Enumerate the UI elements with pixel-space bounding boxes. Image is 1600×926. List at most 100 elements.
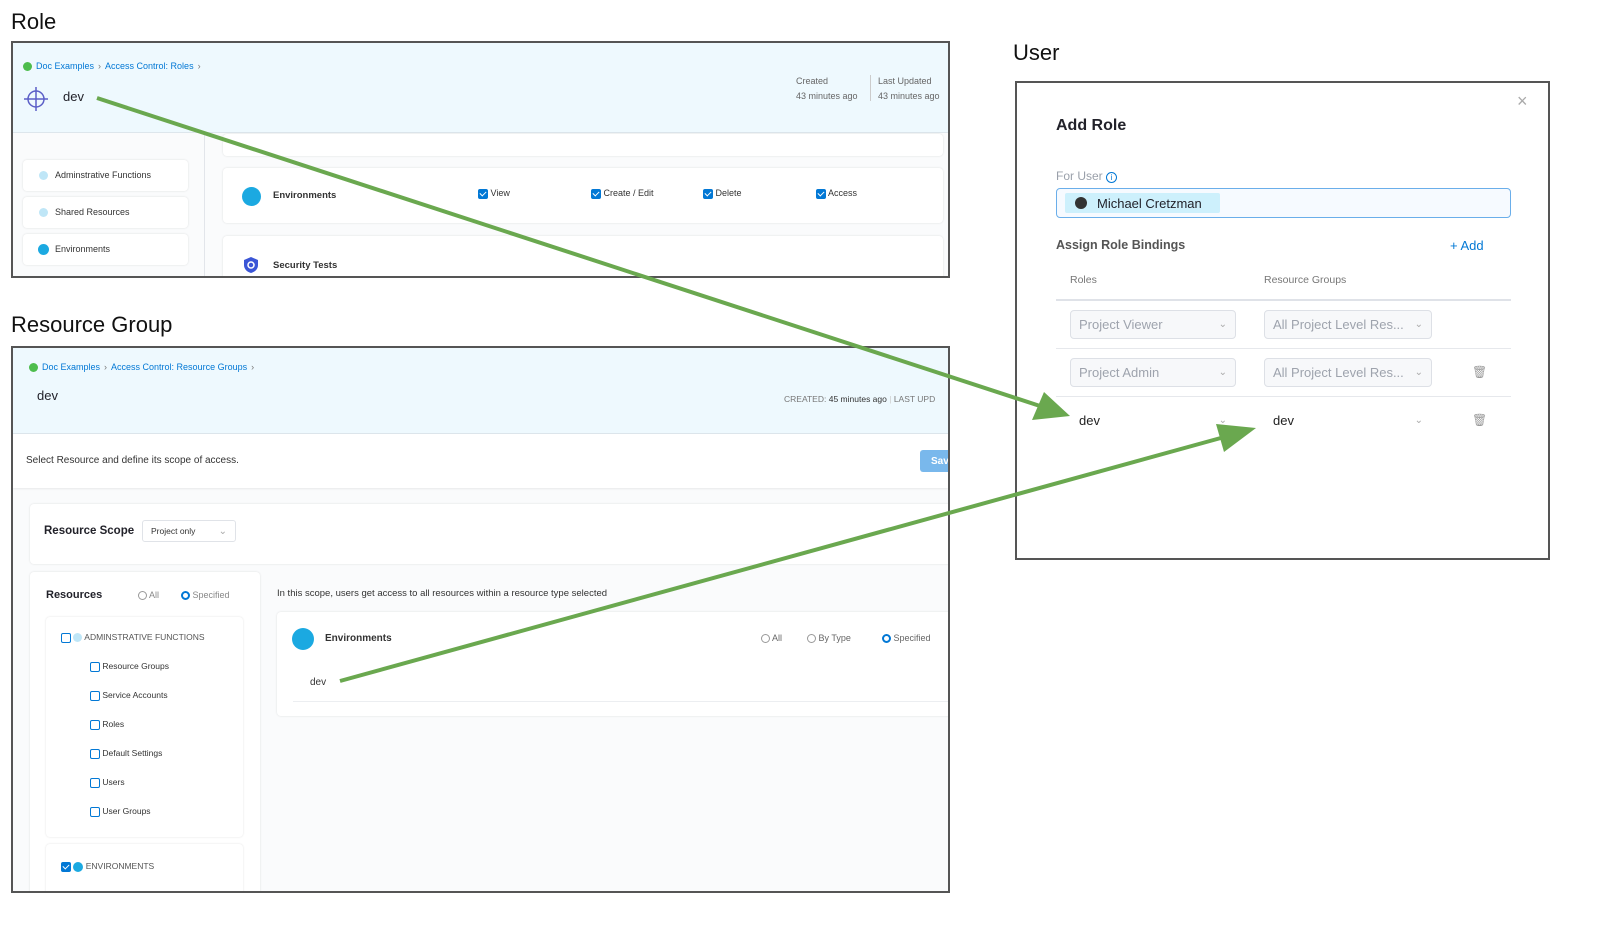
role-select[interactable]: dev⌄ [1070, 406, 1236, 435]
divider [1056, 348, 1511, 349]
sidebar-item-label: Shared Resources [55, 207, 130, 217]
rg-meta: CREATED: 45 minutes ago | LAST UPD [784, 394, 936, 404]
environments-label: Environments [325, 633, 392, 644]
admin-functions-group: ADMINSTRATIVE FUNCTIONS Resource Groups … [46, 617, 243, 837]
updated-info: Last Updated 43 minutes ago [878, 74, 940, 104]
admin-functions-checkbox[interactable]: ADMINSTRATIVE FUNCTIONS [61, 632, 205, 643]
close-icon[interactable]: × [1517, 91, 1528, 111]
environments-icon [242, 187, 261, 206]
env-radio-all[interactable]: All [761, 633, 782, 644]
chevron-down-icon: ⌄ [1414, 319, 1423, 330]
resource-item-checkbox[interactable]: Roles [90, 719, 124, 730]
resources-card: Resources All Specified ADMINSTRATIVE FU… [30, 572, 260, 891]
environments-icon [38, 244, 49, 255]
role-crosshair-icon [24, 87, 48, 111]
scope-note: In this scope, users get access to all r… [277, 588, 608, 599]
chevron-down-icon: ⌄ [1218, 415, 1227, 426]
role-select[interactable]: Project Viewer⌄ [1070, 310, 1236, 339]
breadcrumb-link[interactable]: Access Control: Roles [105, 61, 194, 71]
resource-item-checkbox[interactable]: Service Accounts [90, 690, 168, 701]
permission-access[interactable]: Access [816, 188, 857, 199]
resource-item-checkbox[interactable]: Resource Groups [90, 661, 169, 672]
divider [293, 701, 948, 702]
chevron-down-icon: ⌄ [1414, 367, 1423, 378]
created-info: Created 43 minutes ago [796, 74, 858, 104]
env-radio-by-type[interactable]: By Type [807, 633, 851, 644]
section-title-resource-group: Resource Group [11, 312, 173, 337]
breadcrumb: Doc Examples› Access Control: Resource G… [29, 362, 254, 372]
resources-radio-all[interactable]: All [138, 590, 159, 601]
project-icon [29, 362, 38, 372]
info-icon: i [1106, 172, 1118, 183]
resource-item-checkbox[interactable]: User Groups [90, 806, 151, 817]
admin-icon [39, 171, 48, 180]
permission-group-label: Security Tests [273, 260, 338, 271]
environment-item[interactable]: dev [310, 677, 327, 688]
instruction-text: Select Resource and define its scope of … [26, 455, 239, 466]
sidebar-item-admin[interactable]: Adminstrative Functions [23, 160, 188, 191]
user-input[interactable]: Michael Cretzman [1056, 188, 1511, 218]
environments-icon [73, 861, 84, 872]
resource-group-select[interactable]: All Project Level Res...⌄ [1264, 358, 1432, 387]
last-updated-label: LAST UPD [893, 394, 936, 404]
breadcrumb-link[interactable]: Access Control: Resource Groups [111, 362, 248, 372]
permission-create-edit[interactable]: Create / Edit [591, 188, 654, 199]
user-chip[interactable]: Michael Cretzman [1065, 193, 1220, 213]
created-label: Created [796, 76, 829, 86]
sidebar-item-environments[interactable]: Environments [23, 234, 188, 265]
environments-icon [292, 628, 314, 650]
permission-delete[interactable]: Delete [703, 188, 742, 199]
breadcrumb-link[interactable]: Doc Examples [36, 61, 95, 71]
permissions-card-environments: Environments View Create / Edit Delete A… [223, 168, 943, 223]
resource-item-checkbox[interactable]: Users [90, 777, 125, 788]
created-value: 43 minutes ago [796, 91, 858, 101]
breadcrumb-link[interactable]: Doc Examples [42, 362, 101, 372]
column-header-resource-groups: Resource Groups [1264, 274, 1347, 286]
divider [1056, 299, 1511, 301]
shared-icon [39, 208, 48, 217]
chevron-down-icon: ⌄ [1414, 415, 1423, 426]
save-button[interactable]: Sav [920, 450, 948, 472]
role-name: dev [63, 89, 84, 104]
permissions-card-security-tests: Security Tests [223, 236, 943, 276]
resources-radio-specified[interactable]: Specified [181, 590, 230, 601]
created-label: CREATED: [784, 394, 827, 404]
rg-name: dev [37, 388, 58, 403]
divider [870, 75, 871, 101]
project-icon [23, 61, 32, 71]
resource-item-checkbox[interactable]: Default Settings [90, 748, 162, 759]
avatar [1075, 197, 1087, 209]
add-role-dialog: × Add Role For User i Michael Cretzman A… [1015, 81, 1550, 560]
column-header-roles: Roles [1070, 274, 1097, 286]
permissions-card-top [223, 134, 943, 156]
shield-icon [244, 257, 258, 273]
sidebar-item-shared[interactable]: Shared Resources [23, 197, 188, 228]
env-radio-specified[interactable]: Specified [882, 633, 931, 644]
chevron-down-icon: ⌄ [218, 526, 227, 537]
trash-icon[interactable]: 🗑 [1472, 413, 1488, 427]
environments-checkbox[interactable]: ENVIRONMENTS [61, 861, 154, 872]
add-binding-button[interactable]: + Add [1450, 238, 1484, 253]
breadcrumb: Doc Examples› Access Control: Roles› [23, 61, 201, 71]
resource-scope-card: Resource Scope Project only⌄ [30, 504, 948, 564]
dialog-title: Add Role [1056, 117, 1127, 134]
permission-view[interactable]: View [478, 188, 510, 199]
section-title-role: Role [11, 9, 57, 34]
updated-value: 43 minutes ago [878, 91, 940, 101]
for-user-label: For User i [1056, 169, 1118, 183]
role-select[interactable]: Project Admin⌄ [1070, 358, 1236, 387]
section-title-user: User [1013, 40, 1060, 65]
resource-group-select[interactable]: All Project Level Res...⌄ [1264, 310, 1432, 339]
resource-group-panel: Doc Examples› Access Control: Resource G… [11, 346, 950, 893]
sidebar-item-label: Environments [55, 244, 111, 254]
environments-group: ENVIRONMENTS [46, 844, 243, 891]
updated-label: Last Updated [878, 76, 932, 86]
trash-icon[interactable]: 🗑 [1472, 365, 1488, 379]
resource-scope-label: Resource Scope [44, 525, 135, 537]
resource-group-select[interactable]: dev⌄ [1264, 406, 1432, 435]
permission-group-label: Environments [273, 190, 337, 201]
resource-scope-select[interactable]: Project only⌄ [142, 520, 236, 542]
chevron-down-icon: ⌄ [1218, 319, 1227, 330]
assign-role-bindings-label: Assign Role Bindings [1056, 238, 1186, 252]
role-sidebar: Adminstrative Functions Shared Resources… [13, 134, 205, 276]
